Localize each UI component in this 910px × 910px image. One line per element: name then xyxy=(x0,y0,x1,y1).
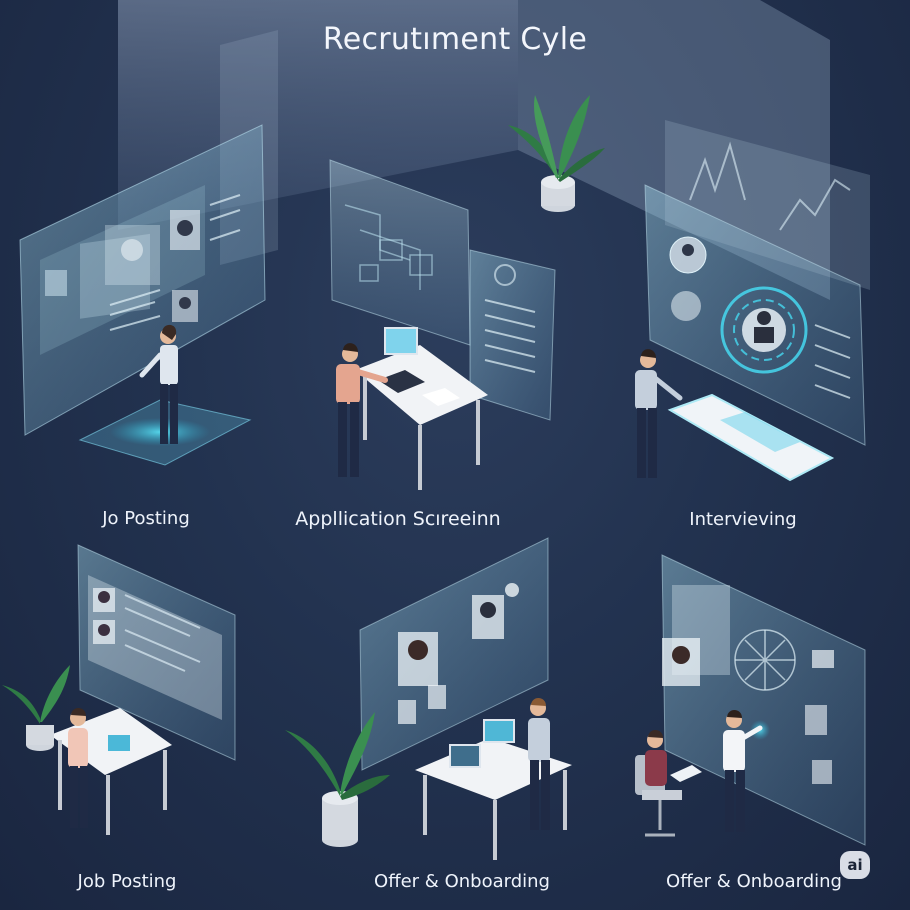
caption-jo-posting: Jo Posting xyxy=(102,508,190,529)
scene-job-posting-desk xyxy=(2,544,236,835)
scene-interviewing xyxy=(635,120,870,482)
caption-interviewing: Intervieving xyxy=(689,509,797,530)
scene-offer-onboarding-2 xyxy=(635,554,866,846)
caption-application-screening: Appllication Scıreeinn xyxy=(295,508,501,530)
plant-top-center xyxy=(508,95,605,212)
scene-job-posting-hologram xyxy=(19,124,266,466)
scene-offer-onboarding-1 xyxy=(285,537,572,860)
caption-offer-onboarding-right: Offer & Onboarding xyxy=(666,871,842,892)
scene-application-screening xyxy=(329,159,556,490)
ai-badge: ai xyxy=(840,851,870,879)
caption-job-posting: Job Posting xyxy=(77,871,177,892)
page-title: Recrutıment Cyle xyxy=(322,22,588,57)
caption-offer-onboarding-middle: Offer & Onboarding xyxy=(374,871,550,892)
